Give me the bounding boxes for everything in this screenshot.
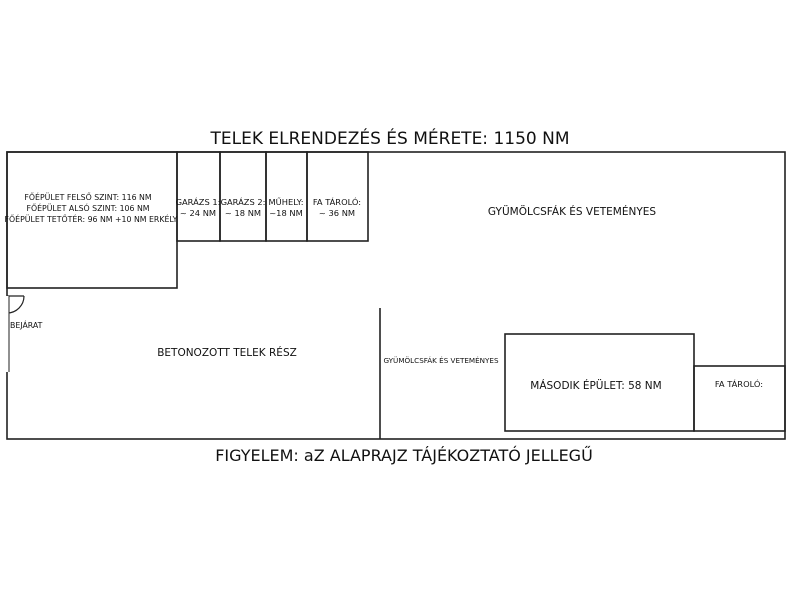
main-building-upper-label: FŐÉPÜLET FELSŐ SZINT: 116 NM — [24, 193, 151, 202]
workshop-name: MŰHELY: — [269, 197, 304, 207]
main-building-lower-label: FŐÉPÜLET ALSÓ SZINT: 106 NM — [26, 204, 149, 213]
second-building-label: MÁSODIK ÉPÜLET: 58 NM — [530, 379, 661, 392]
entrance-label: BEJÁRAT — [10, 321, 43, 330]
plan-title: TELEK ELRENDEZÉS ÉS MÉRETE: 1150 NM — [210, 127, 570, 149]
woodstore1-name: FA TÁROLÓ: — [313, 196, 361, 207]
woodstore2-label: FA TÁROLÓ: — [715, 378, 763, 389]
door-icon — [5, 295, 25, 372]
garage1-name: GARÁZS 1: — [176, 196, 221, 207]
woodstore1-area: ~ 36 NM — [319, 208, 355, 218]
garage2-area: ~ 18 NM — [225, 208, 261, 218]
garden-top-label: GYÜMÖLCSFÁK ÉS VETEMÉNYES — [488, 205, 656, 218]
main-building-attic-label: FŐÉPÜLET TETŐTÉR: 96 NM +10 NM ERKÉLY — [5, 215, 178, 224]
workshop-area: ~18 NM — [269, 208, 303, 218]
woodstore1-outline — [306, 151, 369, 242]
garden-middle-label: GYÜMÖLCSFÁK ÉS VETEMÉNYES — [383, 356, 499, 365]
garage2-name: GARÁZS 2: — [221, 196, 266, 207]
plan-footer: FIGYELEM: aZ ALAPRAJZ TÁJÉKOZTATÓ JELLEG… — [215, 445, 593, 465]
woodstore2-outline — [693, 365, 786, 432]
garage1-area: ~ 24 NM — [180, 208, 216, 218]
concrete-area-label: BETONOZOTT TELEK RÉSZ — [157, 346, 297, 359]
